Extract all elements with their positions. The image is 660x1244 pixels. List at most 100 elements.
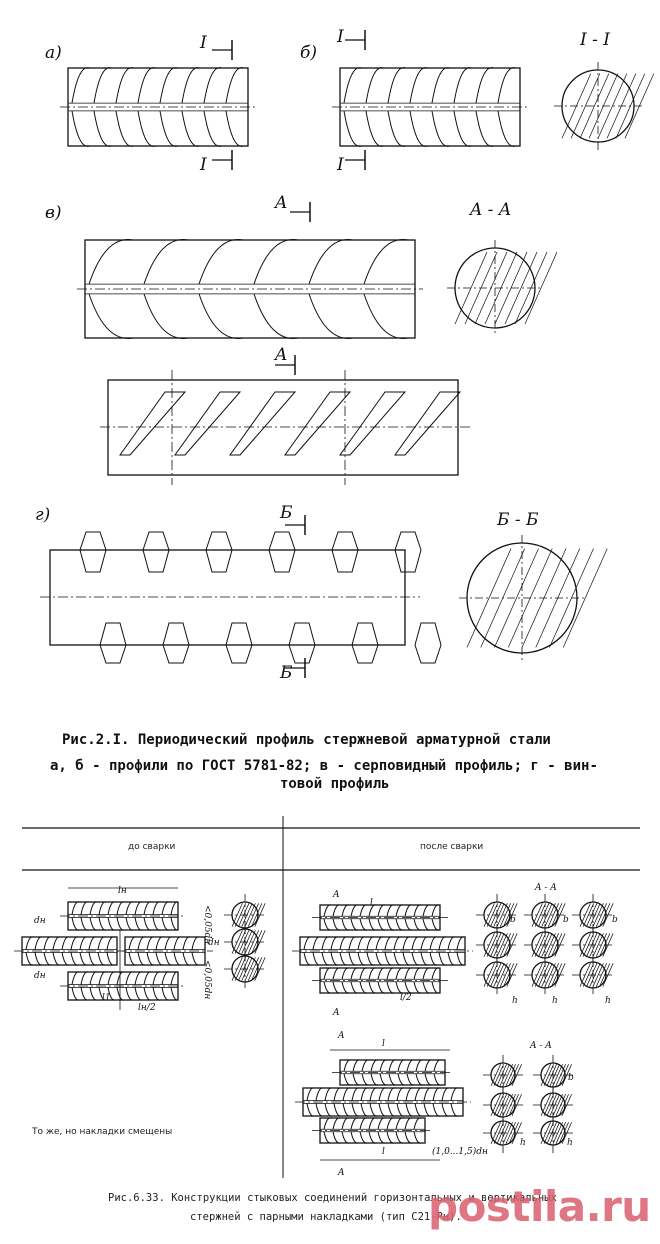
rebar-rib	[409, 67, 428, 104]
figure-caption-line: товой профиль	[280, 776, 390, 792]
hatch-line	[570, 73, 601, 139]
rebar-rib	[308, 239, 354, 285]
hatch-line	[558, 1064, 569, 1086]
dim-b: b	[568, 1073, 574, 1083]
rebar-rib	[71, 67, 90, 104]
rebar-rib	[352, 1059, 361, 1072]
rebar-rib	[203, 67, 222, 104]
rebar-rib	[368, 981, 377, 994]
rebar-rib	[475, 110, 494, 147]
hatch-line	[547, 903, 559, 927]
rebar-rib	[52, 952, 61, 966]
rebar-rib	[88, 239, 134, 285]
rebar-rib	[159, 110, 178, 147]
rebar-rib	[98, 987, 107, 1001]
rebar-rib	[375, 936, 384, 950]
hatch-line	[531, 903, 543, 927]
dim-h: h	[605, 996, 611, 1006]
rebar-rib	[378, 1087, 387, 1101]
rebar-thread	[142, 531, 170, 573]
dim-b: b	[563, 915, 569, 925]
rebar-rib	[384, 936, 393, 950]
rebar-rib	[134, 971, 143, 985]
rebar-thread	[414, 622, 442, 664]
rebar-rib	[386, 904, 395, 917]
rebar-rib	[368, 918, 377, 931]
rebar-rib	[315, 1103, 324, 1117]
rebar-rib	[115, 110, 134, 147]
rebar-rib	[88, 293, 134, 339]
rebar-rib	[181, 110, 200, 147]
rebar-rib	[375, 952, 384, 966]
rebar-rib	[25, 936, 34, 950]
rebar-rib	[93, 110, 112, 147]
rebar-thread	[79, 531, 107, 573]
rebar-rib	[456, 952, 465, 966]
rebar-plan-view	[107, 379, 459, 476]
rebar-rib	[143, 239, 189, 285]
dim-ln: lн	[118, 886, 127, 896]
rebar-rib	[441, 1103, 450, 1117]
rebar-rib	[34, 936, 43, 950]
section-mark: A	[337, 1168, 345, 1178]
rebar-rib	[429, 936, 438, 950]
rebar-rib	[80, 971, 89, 985]
section-mark: I	[336, 155, 344, 175]
rebar-rib	[182, 952, 191, 966]
dim-l1: l1	[102, 993, 111, 1003]
rebar-rib	[405, 1103, 414, 1117]
rebar-rib	[431, 967, 440, 980]
rebar-rib	[394, 391, 462, 456]
rebar-rib	[137, 110, 156, 147]
rebar-rib	[323, 918, 332, 931]
dim-b: b	[612, 915, 618, 925]
rebar-rib	[359, 1117, 368, 1130]
dim-h: h	[552, 996, 558, 1006]
rebar-rib	[402, 936, 411, 950]
rebar-rib	[409, 110, 428, 147]
rebar-rib	[386, 981, 395, 994]
rebar-rib	[404, 1117, 413, 1130]
rebar-rib	[377, 981, 386, 994]
rebar-rib	[450, 1087, 459, 1101]
hatch-line	[244, 930, 256, 954]
rebar-rib	[447, 952, 456, 966]
hatch-line	[504, 251, 538, 325]
rebar-rib	[361, 1059, 370, 1072]
rebar-rib	[411, 936, 420, 950]
rebar-rib	[369, 1087, 378, 1101]
rebar-rib	[143, 293, 189, 339]
rebar-rib	[424, 1059, 433, 1072]
rebar-rib	[343, 67, 362, 104]
rebar-rib	[386, 967, 395, 980]
rebar-rib	[61, 936, 70, 950]
rebar-rib	[332, 1117, 341, 1130]
rebar-rib	[341, 967, 350, 980]
hatch-line	[544, 903, 556, 927]
rebar-rib	[332, 918, 341, 931]
section-mark: A	[332, 890, 340, 900]
rebar-rib	[350, 904, 359, 917]
rebar-rib	[342, 1103, 351, 1117]
rebar-rib	[125, 917, 134, 931]
hatch-line	[552, 1122, 563, 1144]
dim-dn: dн	[34, 916, 46, 926]
rebar-rib	[170, 971, 179, 985]
rebar-rib	[339, 391, 407, 456]
hatch-line	[483, 903, 495, 927]
rebar-rib	[422, 904, 431, 917]
hatch-line	[466, 548, 512, 648]
rebar-rib	[161, 917, 170, 931]
rebar-rib	[97, 952, 106, 966]
rebar-rib	[387, 1087, 396, 1101]
rebar-rib	[119, 391, 187, 456]
rebar-rib	[79, 936, 88, 950]
rebar-rib	[43, 952, 52, 966]
rebar-rib	[80, 987, 89, 1001]
rebar-rib	[198, 293, 244, 339]
dim-l: l	[382, 1147, 385, 1157]
rebar-rib	[395, 918, 404, 931]
rebar-rib	[359, 967, 368, 980]
rebar-rib	[395, 967, 404, 980]
rebar-rib	[396, 1087, 405, 1101]
